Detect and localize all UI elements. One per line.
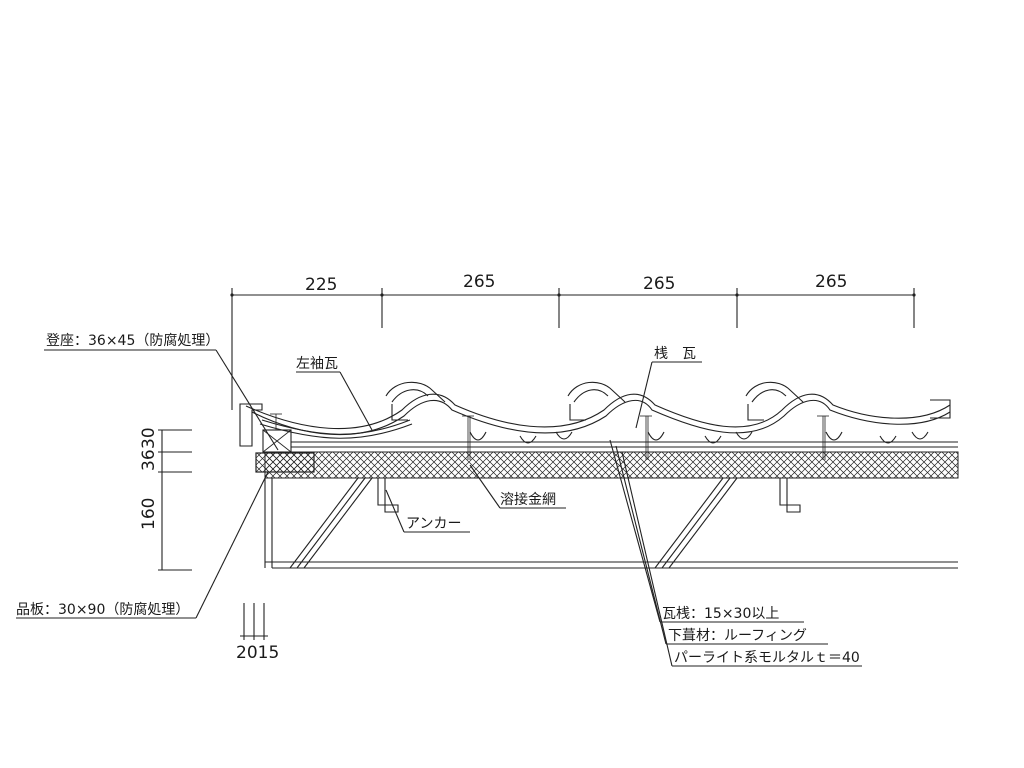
label-kawarazan: 瓦桟：15×30以上 — [662, 606, 779, 622]
dim-265-b: 265 — [643, 274, 675, 294]
label-anchor: アンカー — [406, 516, 461, 532]
dim-160: 160 — [139, 498, 159, 530]
label-shinaita: 品板：30×90（防腐処理） — [16, 601, 189, 618]
label-perlite-mortar: パーライト系モルタルｔ＝40 — [674, 650, 860, 666]
dim-2015: 2015 — [236, 643, 279, 663]
shinaita-board — [255, 452, 315, 473]
perlite-mortar-layer — [264, 441, 959, 479]
bottom-dimension-ticks — [240, 603, 268, 640]
label-hidari-sode: 左袖瓦 — [296, 356, 338, 372]
soffit-frame — [264, 477, 958, 569]
dim-265-c: 265 — [815, 272, 847, 292]
battens-and-nails — [270, 413, 829, 460]
anchor-bolts — [377, 478, 801, 513]
dim-265-a: 265 — [463, 272, 495, 292]
top-dimension-line — [230, 288, 916, 410]
label-shitabuki: 下葺材：ルーフィング — [668, 628, 807, 644]
leader-lines — [16, 349, 862, 667]
label-yosetsu-kanaami: 溶接金網 — [500, 491, 556, 508]
roof-tiles — [239, 381, 951, 447]
dim-225: 225 — [305, 275, 337, 295]
dim-30: 30 — [139, 427, 159, 449]
left-dimension-ticks — [158, 429, 192, 571]
label-tozaza: 登座：36×45（防腐処理） — [46, 332, 219, 349]
label-sangawara: 桟 瓦 — [654, 346, 696, 362]
dim-36: 36 — [139, 449, 159, 471]
